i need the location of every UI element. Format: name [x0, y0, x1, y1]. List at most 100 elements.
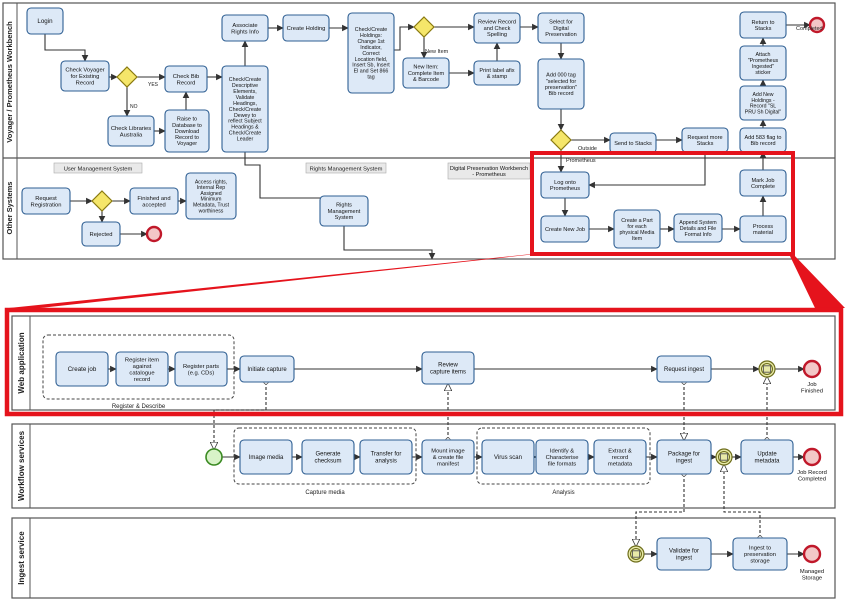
end-event-circle — [802, 359, 822, 379]
gateway-registration-check[interactable] — [91, 190, 113, 212]
task-box — [402, 57, 450, 89]
task-image-media[interactable]: Image media — [239, 439, 293, 475]
flow-label-no: NO — [130, 104, 138, 110]
task-rejected[interactable]: Rejected — [81, 221, 121, 247]
task-login[interactable]: Login — [26, 7, 64, 35]
end-event-job-finished[interactable] — [802, 359, 822, 379]
gateway-diamond — [413, 16, 435, 38]
flow-label-outside: Outside — [578, 146, 597, 152]
event-label-job-record-completed-line: Completed — [798, 476, 826, 482]
start-event-workflow-start[interactable] — [205, 448, 223, 466]
task-new-item[interactable]: New Item:Complete Item& Barcode — [402, 57, 450, 89]
end-event-circle — [145, 225, 163, 243]
task-label-line: El and Set 866 — [354, 69, 389, 75]
end-event-managed-storage[interactable] — [802, 544, 822, 564]
task-create-holding[interactable]: Create Holding — [282, 14, 330, 42]
task-send-stacks[interactable]: Send to Stacks — [609, 132, 657, 154]
intermediate-event-workflow-catch[interactable] — [715, 448, 733, 466]
task-initiate-capture[interactable]: Initiate capture — [239, 355, 295, 383]
intermediate-event-ingest-catch[interactable] — [627, 545, 645, 563]
task-label-line: ingest — [676, 458, 692, 464]
gateway-diamond — [91, 190, 113, 212]
task-label-line: tag — [367, 75, 374, 81]
end-event-top-rejected[interactable] — [145, 225, 163, 243]
annotation-text: Rights Management System — [310, 167, 383, 173]
task-label-line: Print label afix — [479, 68, 514, 74]
task-box — [481, 439, 535, 475]
highlight-layer — [4, 151, 845, 417]
task-create-new-job[interactable]: Create New Job — [540, 215, 590, 243]
task-virus-scan[interactable]: Virus scan — [481, 439, 535, 475]
task-label-line: against — [133, 364, 152, 370]
gateway-holdings-check[interactable] — [413, 16, 435, 38]
intermediate-event-web-catch[interactable] — [758, 360, 776, 378]
event-inner-circle — [761, 363, 773, 375]
gateway-diamond — [116, 66, 138, 88]
end-event-job-record-completed[interactable] — [802, 447, 822, 467]
task-label-line: Rights Info — [231, 29, 259, 35]
end-event-circle — [802, 447, 822, 467]
task-box — [164, 109, 210, 153]
task-label-line: Check Libraries — [111, 126, 151, 132]
event-label-managed-storage-line: Managed — [800, 569, 824, 575]
end-event-top-return[interactable] — [808, 16, 826, 34]
gateway-voyager-check[interactable] — [116, 66, 138, 88]
gateway-digital-check[interactable] — [550, 129, 572, 151]
task-label-line: Record — [177, 80, 196, 86]
task-label-line: preservation — [744, 552, 776, 558]
task-label-line: Check Bib — [173, 74, 199, 80]
task-box — [347, 12, 395, 94]
task-label-line: Management — [328, 209, 361, 215]
sequence-flow — [244, 152, 348, 202]
lane-title-web: Web application — [17, 332, 26, 393]
task-register-parts[interactable]: Register parts(e.g. CDs) — [174, 351, 228, 387]
task-label-line: Mark Job — [751, 178, 774, 184]
event-label-job-finished-line: Finished — [801, 388, 823, 394]
task-print-label[interactable]: Print label afix& stamp — [473, 60, 521, 86]
task-request-ingest[interactable]: Request ingest — [656, 355, 712, 383]
task-create-job[interactable]: Create job — [55, 351, 109, 387]
